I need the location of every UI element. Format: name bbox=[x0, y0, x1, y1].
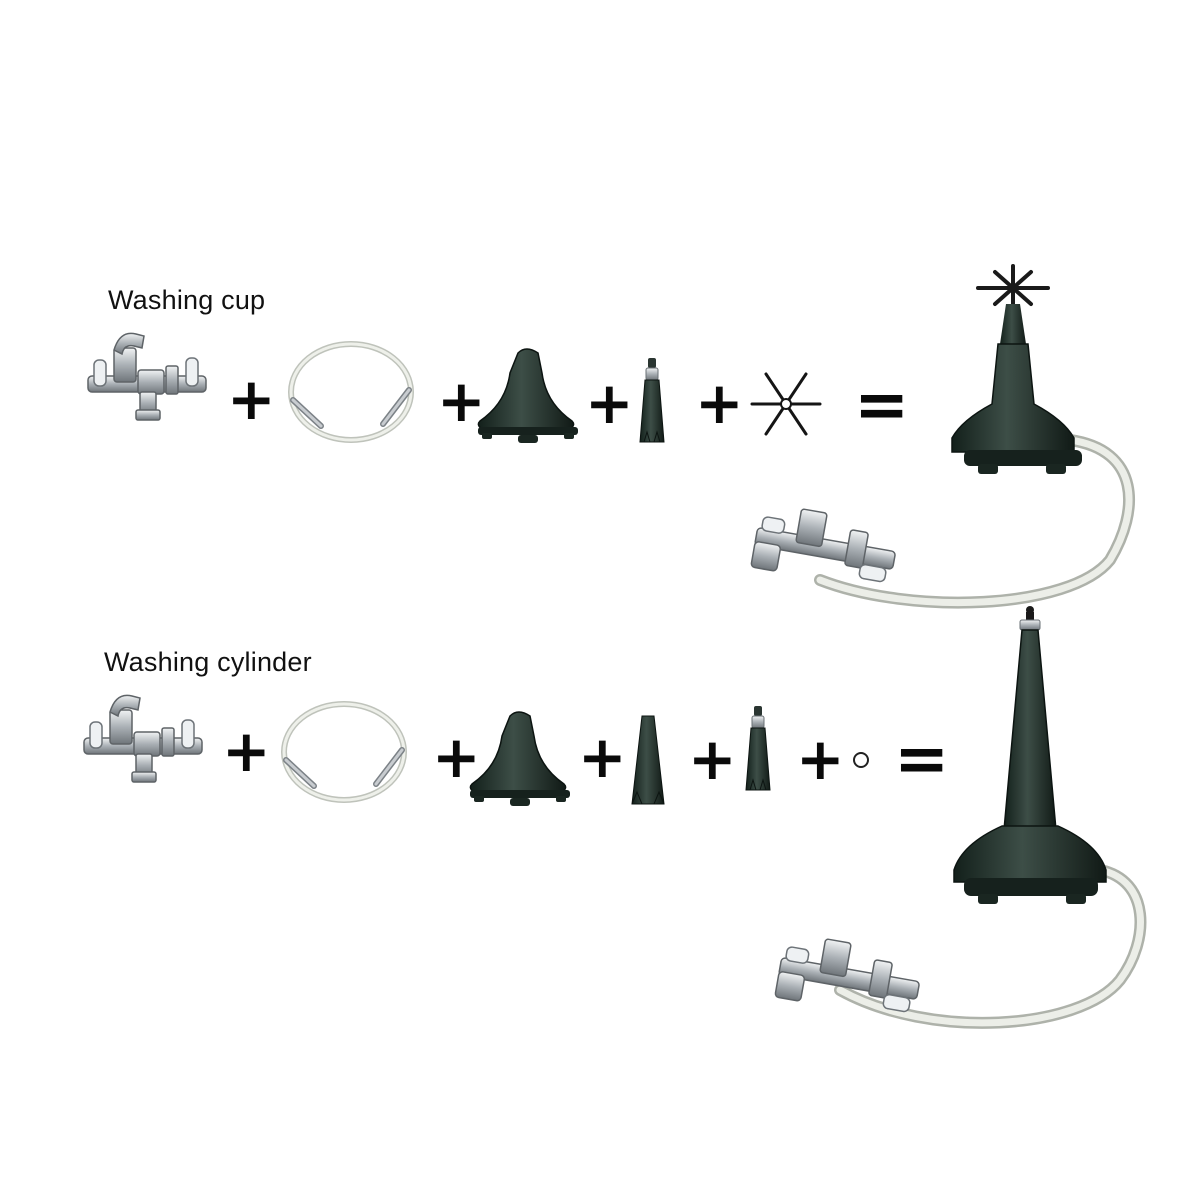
plus-operator: + bbox=[585, 369, 634, 437]
short-nozzle-part-icon bbox=[639, 357, 668, 448]
assembled-cup-washer-image bbox=[750, 260, 1150, 620]
plus-operator: + bbox=[695, 369, 744, 437]
base-part-icon bbox=[469, 708, 571, 812]
row-title-washing-cylinder: Washing cylinder bbox=[104, 647, 312, 677]
equals-operator: = bbox=[854, 366, 910, 443]
plus-operator: + bbox=[578, 723, 627, 791]
valve-part-icon bbox=[82, 692, 206, 792]
assembled-cylinder-washer-image bbox=[770, 600, 1170, 1060]
plus-operator: + bbox=[432, 723, 481, 791]
plus-operator: + bbox=[796, 725, 845, 793]
plus-operator: + bbox=[437, 367, 486, 435]
plus-operator: + bbox=[227, 365, 276, 433]
plus-operator: + bbox=[688, 725, 737, 793]
valve-part-icon bbox=[86, 330, 210, 430]
base-part-icon bbox=[477, 345, 579, 449]
hose-part-icon bbox=[285, 340, 425, 440]
equals-operator: = bbox=[894, 720, 950, 797]
row-title-washing-cup: Washing cup bbox=[108, 285, 266, 315]
hose-part-icon bbox=[278, 700, 418, 800]
tall-tube-part-icon bbox=[631, 715, 665, 808]
plus-operator: + bbox=[222, 717, 271, 785]
